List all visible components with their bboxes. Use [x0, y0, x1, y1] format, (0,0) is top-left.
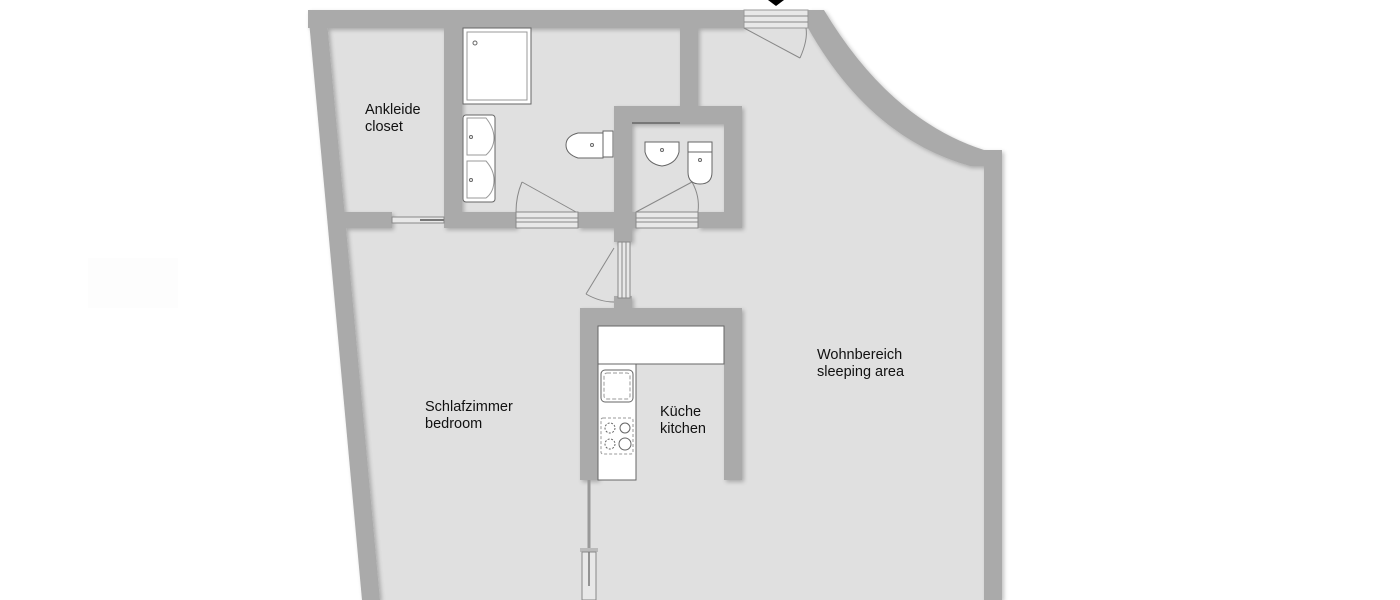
walls: [308, 10, 1002, 600]
kitchen-label-en: kitchen: [660, 421, 706, 437]
room-labels: Ankleide closet Schlafzimmer bedroom Küc…: [365, 102, 905, 437]
bathroom-door[interactable]: [515, 181, 579, 229]
double-sink-icon: [462, 114, 496, 203]
kitchen-label-de: Küche: [660, 404, 701, 420]
wall-closet-bottom: [328, 212, 392, 228]
wc-door[interactable]: [635, 181, 699, 229]
entry-door[interactable]: [743, 9, 809, 59]
wall-bath-right: [680, 28, 698, 124]
wall-wc-top: [614, 106, 742, 124]
shower-icon: [462, 27, 532, 105]
hallway-door[interactable]: [585, 241, 631, 303]
bedroom-label-en: bedroom: [425, 416, 482, 432]
partition-sliding-door[interactable]: [580, 480, 598, 600]
wall-closet-bath: [444, 28, 462, 228]
cooktop-icon: [600, 417, 634, 455]
wall-kitchen-top: [580, 308, 742, 326]
wall-top-left: [308, 10, 744, 28]
wall-kitchen-left: [580, 308, 598, 480]
wall-left-outer: [308, 10, 380, 600]
wall-hall-post: [614, 228, 632, 242]
wall-kitchen-post: [614, 296, 632, 310]
fixtures: [462, 27, 725, 481]
wall-kitchen-right: [724, 308, 742, 480]
closet-label-de: Ankleide: [365, 102, 421, 118]
wall-curved: [808, 10, 1002, 600]
floor-area: [308, 10, 1000, 600]
wc-sink-icon: [644, 141, 680, 167]
wall-wc-right: [724, 124, 742, 228]
kitchen-sink-icon: [600, 369, 634, 403]
living-label-en: sleeping area: [817, 364, 905, 380]
background-artifacts: [88, 258, 178, 308]
wc-toilet-icon: [687, 141, 713, 185]
doors: [391, 9, 809, 600]
wall-wc-left: [614, 106, 632, 228]
bedroom-label-de: Schlafzimmer: [425, 399, 513, 415]
wall-wc-bottom: [698, 212, 742, 228]
wall-bath-bottom-1: [444, 212, 516, 228]
entrance-arrow-icon: [768, 0, 784, 6]
living-label-de: Wohnbereich: [817, 347, 902, 363]
closet-label-en: closet: [365, 119, 403, 135]
closet-door[interactable]: [391, 216, 445, 224]
toilet-icon: [565, 130, 614, 159]
